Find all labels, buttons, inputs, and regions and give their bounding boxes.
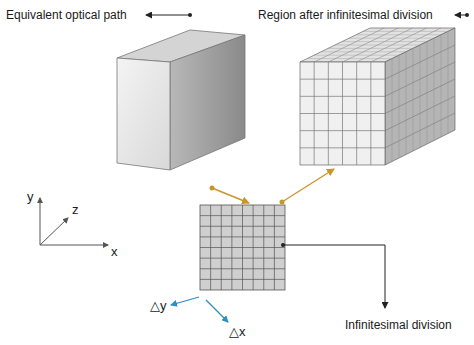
grid-stroke [413,48,414,151]
axis-label: y [27,190,34,204]
coordinate-axes [40,198,108,245]
grid-stroke [448,31,449,133]
grid-stroke [200,258,285,259]
grid-stroke [434,38,435,140]
callout-label: Equivalent optical path [6,8,127,22]
grid-stroke [399,55,400,158]
axis-label: z [72,203,79,217]
axis-label: x [111,245,118,259]
leader-lines [146,13,469,322]
callout-label: △x [229,325,246,339]
grid-stroke [321,51,406,52]
grid-stroke [370,62,371,165]
grid-stroke [314,55,399,56]
grid-stroke [349,38,434,39]
divided-prism [300,28,455,165]
grid-stroke [441,35,442,137]
grid-stroke [300,147,385,148]
grid-stroke [356,34,441,35]
grid-stroke [200,268,285,269]
grid-stroke [307,58,392,59]
grid-stroke [274,205,275,290]
transition-arrows [210,169,335,205]
grid-stroke [342,41,427,42]
grid-stroke [363,31,448,32]
grid-stroke [253,205,254,290]
callout-label: Region after infinitesimal division [258,8,433,22]
callout-label: Infinitesimal division [345,318,452,332]
grid-stroke [200,279,285,280]
grid-stroke [392,59,393,162]
grid-stroke [263,205,264,290]
grid-stroke [406,52,407,155]
grid-stroke [200,247,285,248]
division-grid [200,205,285,290]
grid-stroke [427,42,428,144]
grid-stroke [300,113,385,114]
grid-stroke [335,45,420,46]
grid-stroke [420,45,421,148]
grid-stroke [328,48,413,49]
grid-stroke [300,130,385,131]
optical-path-prism [117,30,245,170]
grid-stroke [356,62,357,165]
callout-label: △y [150,299,167,313]
